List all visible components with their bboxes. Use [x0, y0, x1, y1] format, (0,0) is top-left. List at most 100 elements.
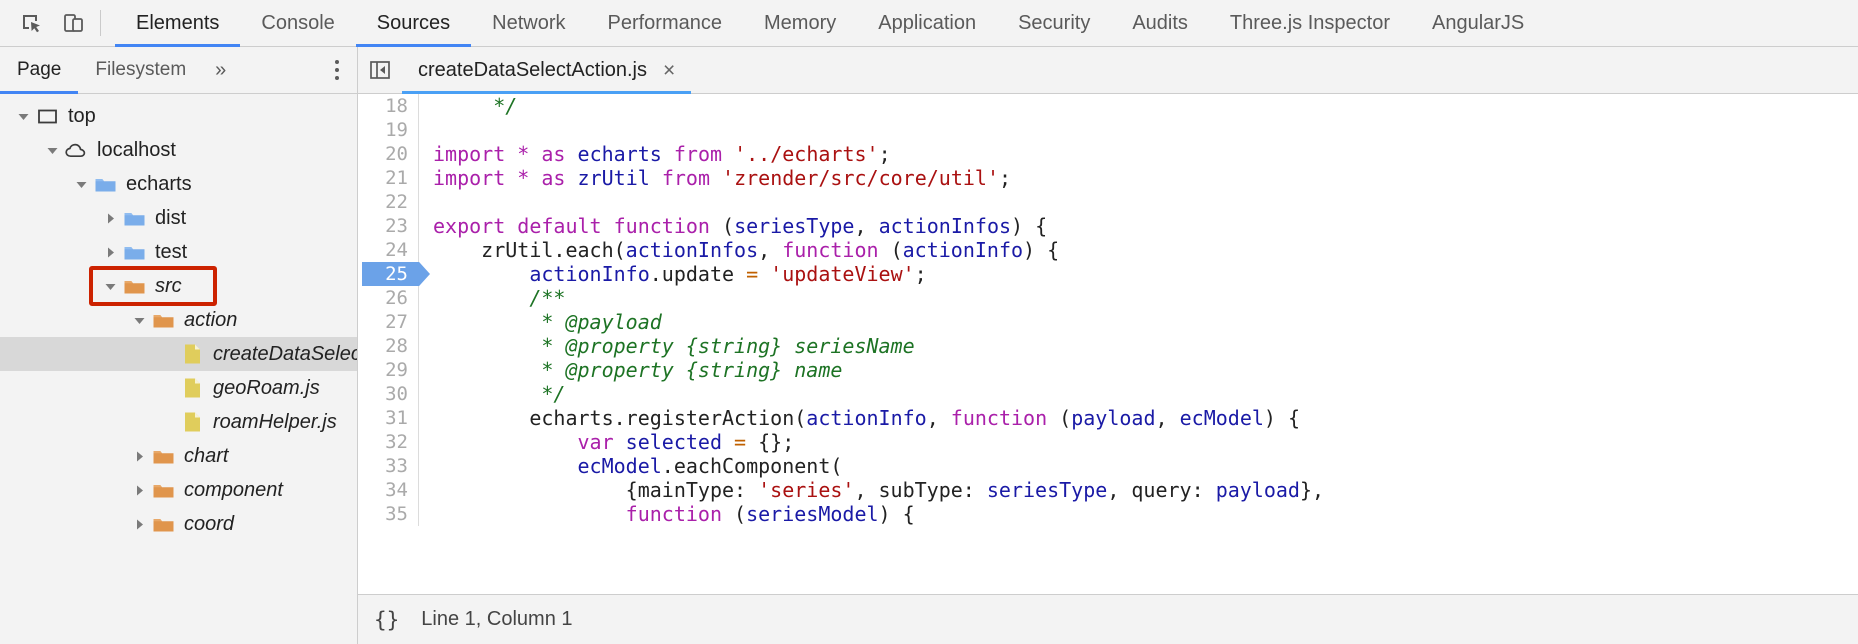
line-number-label: 19	[385, 119, 408, 141]
twisty-right-icon[interactable]	[99, 235, 121, 269]
line-number-label: 23	[385, 215, 408, 237]
tab-sources-label: Sources	[376, 11, 451, 34]
tree-item-localhost[interactable]: localhost	[0, 133, 357, 167]
line-number-label: 22	[385, 191, 408, 213]
line-number[interactable]: 23	[358, 214, 418, 238]
folder-orange-icon	[121, 269, 147, 303]
line-number-label: 18	[385, 95, 408, 117]
collapse-sidebar-icon[interactable]	[358, 47, 402, 94]
twisty-down-icon[interactable]	[99, 269, 121, 303]
tree-item-src[interactable]: src	[0, 269, 357, 303]
line-number-label: 29	[385, 359, 408, 381]
code-line: 29 * @property {string} name	[358, 358, 1858, 382]
line-number-label: 35	[385, 503, 408, 525]
tree-item-echarts[interactable]: echarts	[0, 167, 357, 201]
tab-security[interactable]: Security	[997, 0, 1111, 47]
gutter-divider	[418, 94, 419, 118]
tab-network[interactable]: Network	[471, 0, 586, 47]
tab-threejs-inspector[interactable]: Three.js Inspector	[1209, 0, 1411, 47]
twisty-down-icon[interactable]	[128, 303, 150, 337]
line-number-current[interactable]: 25	[358, 262, 430, 286]
tab-elements[interactable]: Elements	[115, 0, 241, 47]
pretty-print-icon[interactable]: {}	[374, 607, 400, 632]
nav-tab-filesystem[interactable]: Filesystem	[78, 47, 203, 94]
tree-item-dist[interactable]: dist	[0, 201, 357, 235]
code-line: 19	[358, 118, 1858, 142]
tree-item-createdataselectacti[interactable]: createDataSelectActi	[0, 337, 357, 371]
line-number[interactable]: 33	[358, 454, 418, 478]
close-icon[interactable]: ×	[663, 58, 676, 82]
inspect-element-icon[interactable]	[10, 2, 52, 44]
folder-orange-icon	[150, 439, 176, 473]
tab-application[interactable]: Application	[857, 0, 997, 47]
line-number[interactable]: 30	[358, 382, 418, 406]
navigator-tabbar: Page Filesystem »	[0, 47, 357, 94]
line-number[interactable]: 29	[358, 358, 418, 382]
tab-performance[interactable]: Performance	[587, 0, 744, 47]
twisty-right-icon[interactable]	[99, 201, 121, 235]
code-line-text: * @property {string} seriesName	[529, 334, 915, 358]
code-line-text: * @payload	[529, 310, 662, 334]
line-number-label: 32	[385, 431, 408, 453]
code-line: 35 function (seriesModel) {	[358, 502, 1858, 526]
tab-sources[interactable]: Sources	[355, 0, 472, 47]
tree-item-georoam-js[interactable]: geoRoam.js	[0, 371, 357, 405]
line-number[interactable]: 28	[358, 334, 418, 358]
tab-console[interactable]: Console	[240, 0, 355, 47]
cloud-icon	[63, 133, 89, 167]
line-number[interactable]: 19	[358, 118, 418, 142]
code-line-text: ecModel.eachComponent(	[577, 454, 843, 478]
tree-item-label: chart	[184, 445, 229, 467]
tree-item-test[interactable]: test	[0, 235, 357, 269]
line-number[interactable]: 26	[358, 286, 418, 310]
tree-item-coord[interactable]: coord	[0, 507, 357, 541]
execution-marker-icon	[362, 262, 430, 286]
tree-item-top[interactable]: top	[0, 99, 357, 133]
line-number[interactable]: 35	[358, 502, 418, 526]
tree-item-component[interactable]: component	[0, 473, 357, 507]
twisty-right-icon[interactable]	[128, 439, 150, 473]
folder-orange-icon	[150, 473, 176, 507]
line-number[interactable]: 18	[358, 94, 418, 118]
tree-item-label: geoRoam.js	[213, 377, 320, 399]
code-line: 30 */	[358, 382, 1858, 406]
line-number[interactable]: 32	[358, 430, 418, 454]
nav-tab-page[interactable]: Page	[0, 47, 79, 94]
file-js-icon	[179, 371, 205, 405]
line-number-label: 25	[385, 263, 408, 285]
code-line: 22	[358, 190, 1858, 214]
tree-item-roamhelper-js[interactable]: roamHelper.js	[0, 405, 357, 439]
device-toolbar-icon[interactable]	[52, 2, 94, 44]
line-number[interactable]: 21	[358, 166, 418, 190]
twisty-down-icon[interactable]	[41, 133, 63, 167]
tree-item-action[interactable]: action	[0, 303, 357, 337]
tree-item-label: dist	[155, 207, 187, 229]
twisty-down-icon[interactable]	[12, 99, 34, 133]
line-number[interactable]: 31	[358, 406, 418, 430]
more-options-icon[interactable]	[331, 56, 343, 84]
tree-item-label: createDataSelectActi	[213, 343, 357, 365]
line-number[interactable]: 27	[358, 310, 418, 334]
line-number[interactable]: 34	[358, 478, 418, 502]
tree-item-chart[interactable]: chart	[0, 439, 357, 473]
code-line-text: export default function (seriesType, act…	[433, 214, 1048, 238]
tab-memory[interactable]: Memory	[743, 0, 857, 47]
twisty-right-icon[interactable]	[128, 473, 150, 507]
line-number-label: 21	[385, 167, 408, 189]
line-number[interactable]: 24	[358, 238, 418, 262]
twisty-down-icon[interactable]	[70, 167, 92, 201]
tab-angularjs[interactable]: AngularJS	[1411, 0, 1545, 47]
line-number[interactable]: 20	[358, 142, 418, 166]
gutter-divider	[418, 358, 419, 382]
line-number[interactable]: 22	[358, 190, 418, 214]
twisty-right-icon[interactable]	[128, 507, 150, 541]
file-tab-createdataselectaction[interactable]: createDataSelectAction.js ×	[402, 46, 692, 94]
code-line-text: var selected = {};	[577, 430, 795, 454]
nav-overflow-icon[interactable]: »	[215, 58, 227, 81]
line-number-label: 28	[385, 335, 408, 357]
tab-audits[interactable]: Audits	[1111, 0, 1209, 47]
